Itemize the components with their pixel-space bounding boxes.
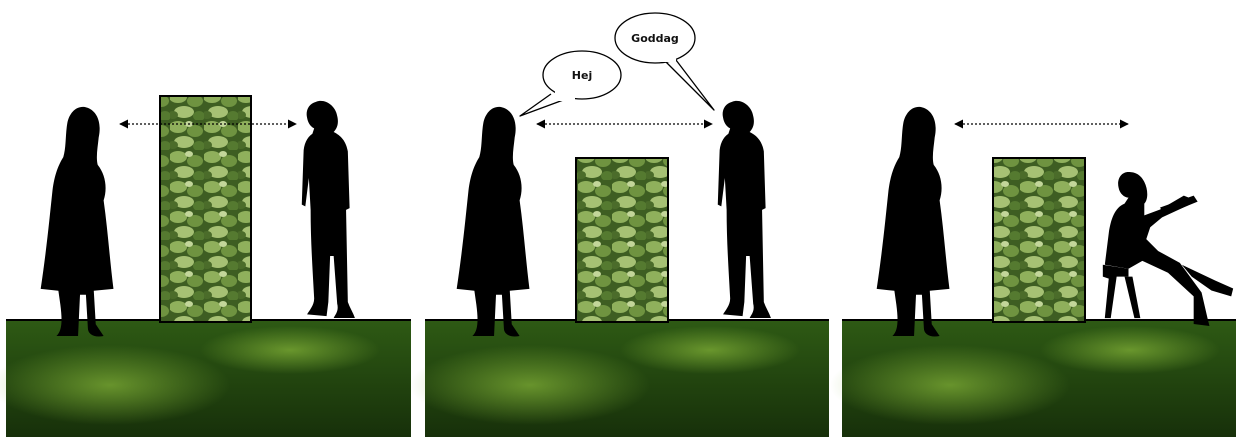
hedge-low	[576, 158, 668, 322]
sunlit-grass	[410, 345, 650, 425]
woman-silhouette-icon	[41, 107, 114, 337]
sunlit-grass	[0, 345, 230, 425]
sunlit-grass	[620, 326, 800, 374]
hedge-low	[993, 158, 1085, 322]
speech-bubble-man: Goddag	[615, 13, 714, 110]
sunlit-grass	[1040, 326, 1220, 374]
speech-text-man: Goddag	[631, 32, 679, 45]
speech-bubble-woman: Hej	[520, 51, 621, 116]
speech-bubble-icon	[660, 56, 714, 110]
panel-low-hedge-seated	[830, 107, 1236, 437]
woman-silhouette-icon	[457, 107, 530, 337]
panel-tall-hedge	[0, 96, 411, 437]
speech-text-woman: Hej	[572, 69, 592, 82]
sunlit-grass	[200, 326, 380, 374]
hedge-tall	[160, 96, 251, 322]
man-silhouette-icon	[302, 101, 355, 318]
seated-man-icon	[1103, 172, 1233, 326]
woman-silhouette-icon	[877, 107, 950, 337]
man-silhouette-icon	[718, 101, 771, 318]
panel-low-hedge-greeting: Hej Goddag	[410, 13, 829, 437]
sunlit-grass	[830, 345, 1070, 425]
